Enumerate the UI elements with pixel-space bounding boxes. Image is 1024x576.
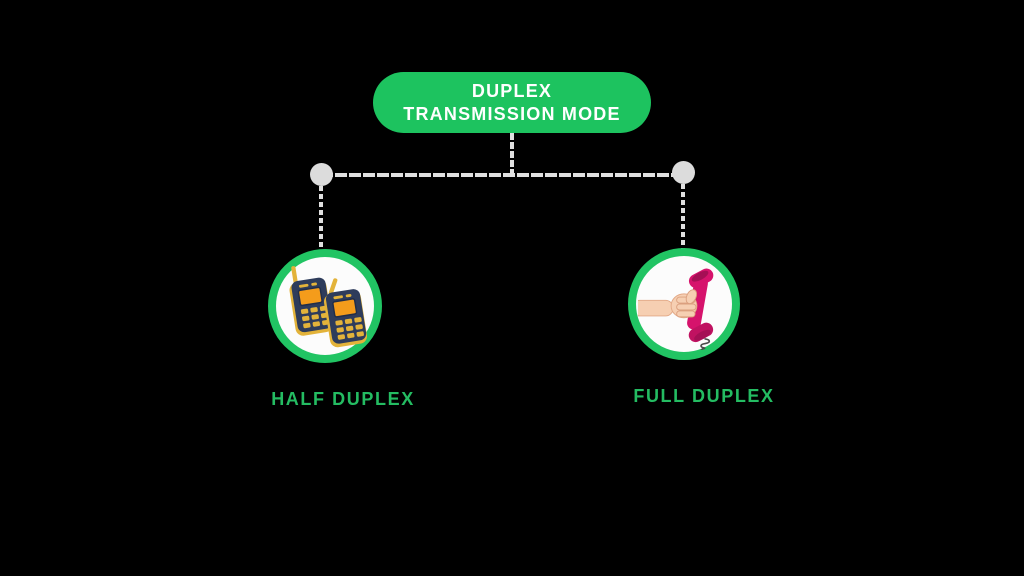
half-duplex-node	[268, 249, 382, 363]
diagram-title: DUPLEX TRANSMISSION MODE	[403, 80, 621, 124]
junction-dot-right	[672, 161, 695, 184]
walkie-talkies-icon	[289, 266, 368, 348]
full-duplex-node	[628, 248, 740, 360]
telephone-in-hand-icon	[638, 268, 714, 350]
connector-root-vertical	[510, 133, 514, 175]
connector-branch-right	[681, 184, 685, 252]
root-node-duplex-transmission-mode: DUPLEX TRANSMISSION MODE	[373, 72, 651, 133]
junction-dot-left	[310, 163, 333, 186]
full-duplex-label: FULL DUPLEX	[633, 386, 775, 406]
connector-branch-left	[319, 186, 323, 252]
half-duplex-label: HALF DUPLEX	[271, 389, 415, 409]
connector-horizontal	[321, 173, 684, 177]
